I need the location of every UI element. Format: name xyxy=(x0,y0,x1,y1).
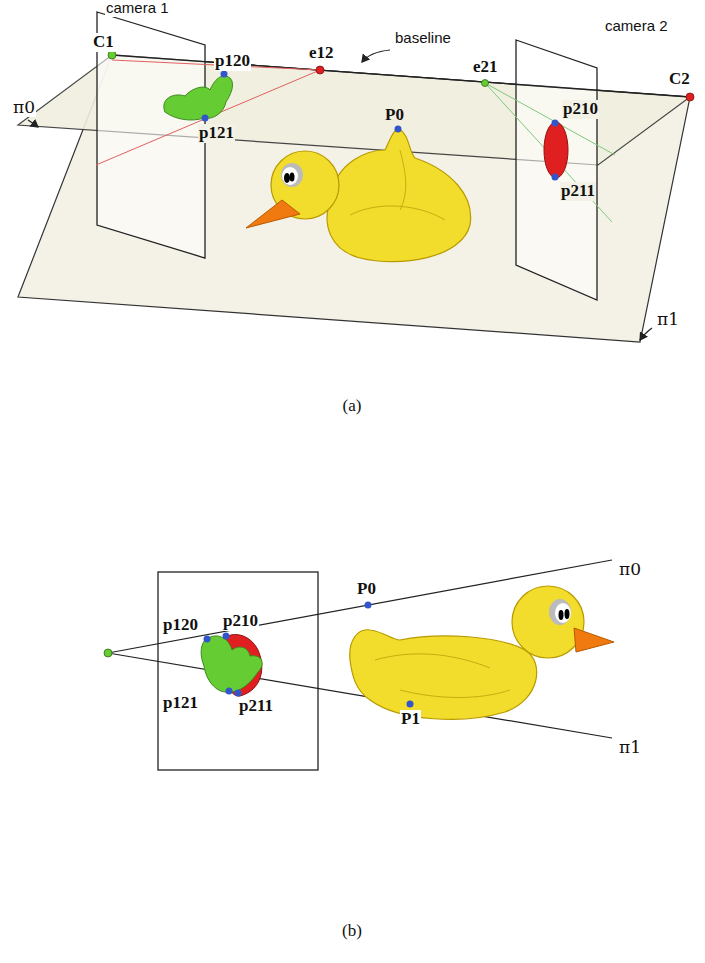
point-label: C2 xyxy=(668,70,691,89)
point-dot xyxy=(407,701,414,708)
plane-label: π0 xyxy=(618,560,642,579)
camera-label: camera 1 xyxy=(105,0,170,17)
callout-label: baseline xyxy=(394,30,452,47)
leader-arrow xyxy=(362,50,390,62)
point-label: P0 xyxy=(384,106,405,125)
point-dot xyxy=(202,115,209,122)
point-dot xyxy=(235,690,242,697)
point-dot xyxy=(395,126,402,133)
point-label: C1 xyxy=(92,33,115,52)
point-label: e21 xyxy=(472,58,499,77)
silhouette xyxy=(544,122,568,178)
plane-label: π0 xyxy=(12,98,36,117)
epipolar-line xyxy=(485,83,612,222)
panel-label: (a) xyxy=(342,397,363,416)
leader-arrow xyxy=(640,328,652,340)
point-label: p210 xyxy=(222,612,259,631)
plane-label: π1 xyxy=(618,738,642,757)
camera-plane xyxy=(516,40,597,300)
point-label: p121 xyxy=(162,694,199,713)
camera-center xyxy=(108,51,116,59)
camera-center xyxy=(686,93,694,101)
point-dot xyxy=(552,174,559,181)
panel-label: (b) xyxy=(341,922,363,941)
plane-label: π1 xyxy=(656,310,680,329)
leader-arrow xyxy=(28,120,38,127)
point-label: p121 xyxy=(198,124,235,143)
point-label: p210 xyxy=(562,100,599,119)
point-dot xyxy=(204,636,211,643)
epipolar-line xyxy=(96,70,320,165)
point-label: p211 xyxy=(560,182,596,201)
duck-figure xyxy=(350,586,614,719)
image-frame xyxy=(158,572,318,770)
point-dot xyxy=(365,602,372,609)
duck-figure xyxy=(246,128,471,262)
point-dot xyxy=(221,71,228,78)
camera-center xyxy=(104,649,112,657)
point-label: e12 xyxy=(308,44,335,63)
silhouette xyxy=(201,636,262,692)
epipole-dot xyxy=(316,66,324,74)
point-label: p120 xyxy=(162,616,199,635)
point-dot xyxy=(226,688,233,695)
point-label: p211 xyxy=(238,697,274,716)
epipole-dot xyxy=(482,80,489,87)
camera-label: camera 2 xyxy=(604,18,669,35)
point-label: p120 xyxy=(214,52,251,71)
silhouette xyxy=(164,76,233,120)
point-dot xyxy=(552,120,559,127)
point-label: P1 xyxy=(400,710,421,729)
point-dot xyxy=(223,633,230,640)
point-label: P0 xyxy=(356,580,377,599)
